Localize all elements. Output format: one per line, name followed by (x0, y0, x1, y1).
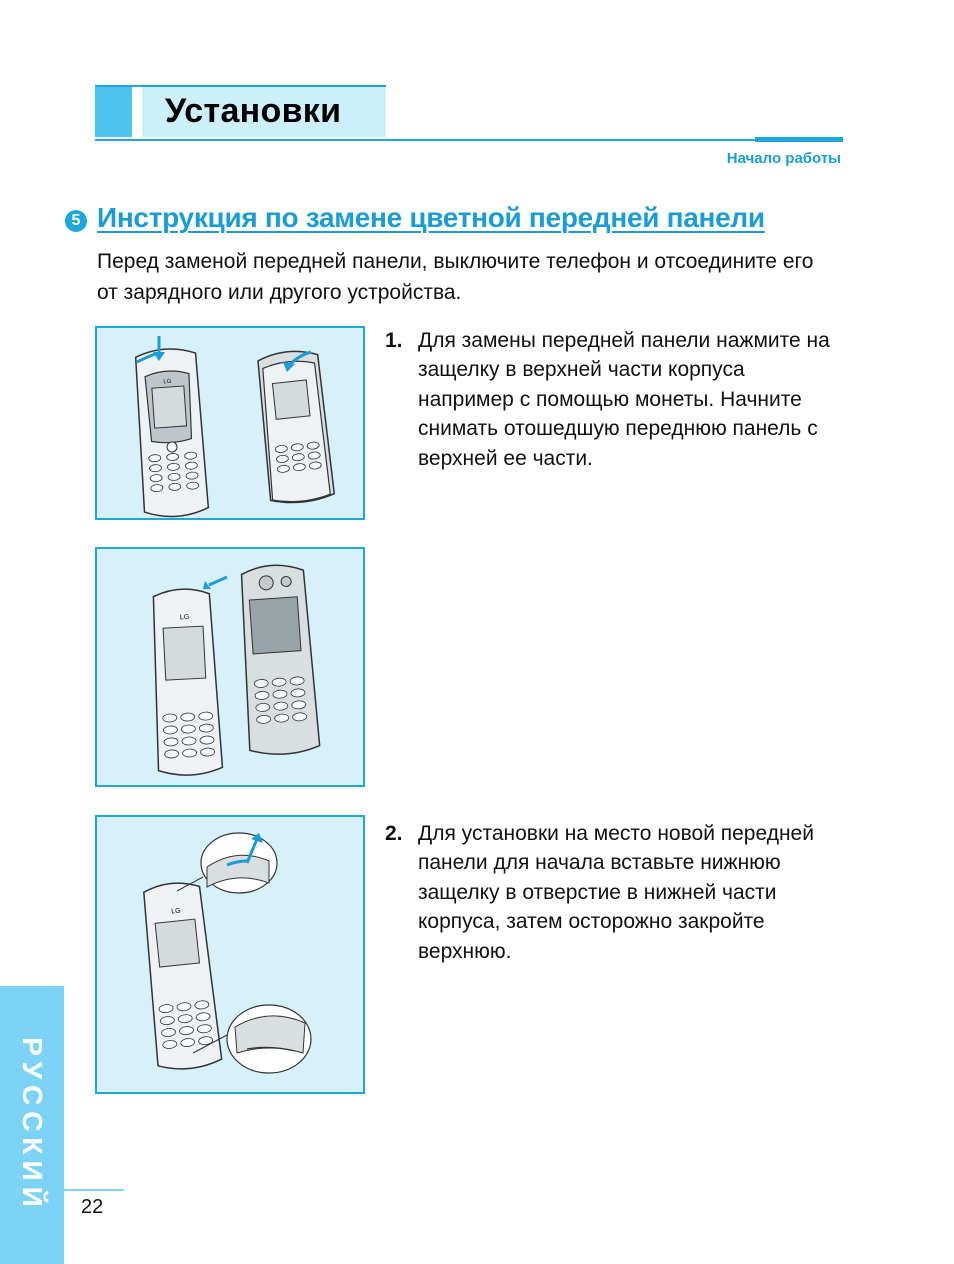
step-1: 1. Для замены передней панели нажмите на… (385, 326, 845, 473)
step-number: 2. (385, 822, 403, 845)
page-title: Установки (165, 92, 342, 130)
language-sidebar (0, 986, 64, 1264)
header-rule-tab (755, 137, 843, 142)
section-number-badge: 5 (65, 210, 87, 232)
header-title-box (142, 87, 386, 137)
figure-panel-separated: LG (95, 547, 365, 787)
intro-paragraph: Перед заменой передней панели, выключите… (97, 250, 814, 304)
phone-illustration: LG (134, 348, 210, 518)
figure-install-panel: LG (95, 815, 365, 1094)
svg-text:LG: LG (180, 614, 190, 621)
step-text: Для замены передней панели нажмите на за… (418, 329, 830, 470)
phone-illustration (257, 350, 336, 504)
phone-illustration: LG (143, 882, 223, 1070)
header-rule (95, 139, 843, 141)
language-label: РУССКИЙ (17, 1037, 48, 1213)
figure-remove-panel: LG (95, 326, 365, 520)
page-number: 22 (81, 1196, 104, 1218)
header-accent-square (95, 87, 132, 137)
svg-text:LG: LG (163, 379, 172, 386)
step-text: Для установки на место новой передней па… (418, 822, 814, 963)
phone-illustration (240, 564, 321, 755)
step-2: 2. Для установки на место новой передней… (385, 819, 845, 966)
svg-text:LG: LG (171, 908, 181, 916)
phone-illustration: LG (152, 588, 224, 776)
header-top-rule (95, 85, 386, 87)
step-number: 1. (385, 329, 403, 352)
section-title: Инструкция по замене цветной передней па… (97, 202, 765, 233)
page-number-rule (64, 1189, 124, 1191)
section-name: Начало работы (726, 150, 841, 167)
